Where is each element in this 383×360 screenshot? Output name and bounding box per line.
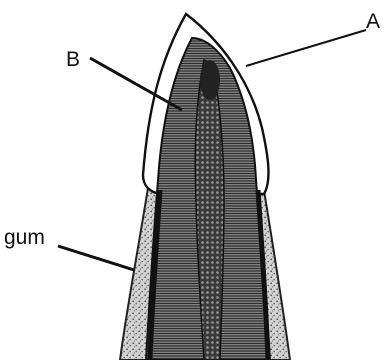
label-a: A — [366, 10, 380, 33]
label-b: B — [66, 48, 80, 71]
pointer-line-gum — [58, 246, 134, 270]
label-gum: gum — [4, 226, 45, 249]
pulp-horn — [200, 60, 220, 100]
pointer-line-a — [246, 30, 366, 66]
